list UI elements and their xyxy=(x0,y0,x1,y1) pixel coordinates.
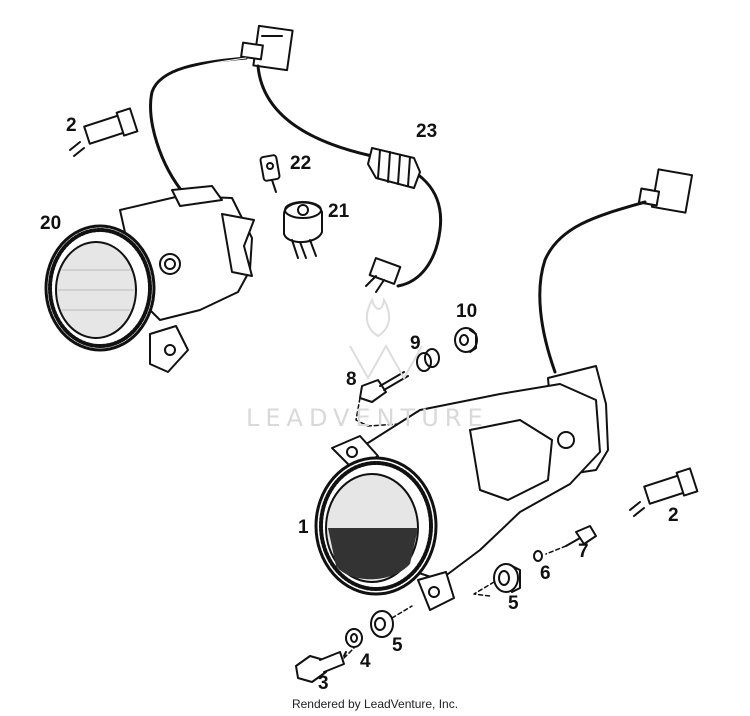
wire-harness-left-inner xyxy=(154,57,247,194)
callout-4: 4 xyxy=(360,651,371,672)
hex-bolt-3 xyxy=(295,647,355,683)
grommet-5-lower xyxy=(370,605,413,638)
grommet-10 xyxy=(454,327,478,353)
callout-2-top: 2 xyxy=(66,115,77,136)
rings-9 xyxy=(416,348,440,372)
callout-6: 6 xyxy=(540,563,551,584)
headlight-20 xyxy=(44,185,255,373)
wire-grommet-23 xyxy=(367,147,421,189)
bulb-h3-right xyxy=(629,467,699,517)
callout-21: 21 xyxy=(328,201,350,222)
callout-10: 10 xyxy=(456,301,478,322)
wire-connector-top xyxy=(240,24,294,72)
bulb-h3-left xyxy=(69,107,139,157)
terminal-22 xyxy=(259,154,281,193)
callout-7: 7 xyxy=(578,541,589,562)
callout-2-right: 2 xyxy=(668,505,679,526)
callout-23: 23 xyxy=(416,121,438,142)
wire-connector-right xyxy=(637,168,694,214)
wire-harness-left xyxy=(149,56,248,197)
callout-9: 9 xyxy=(410,333,421,354)
wire-harness-right xyxy=(538,200,647,374)
socket-21 xyxy=(283,201,323,259)
washer-4 xyxy=(345,628,363,648)
callout-5-lower: 5 xyxy=(392,635,403,656)
callout-1: 1 xyxy=(298,517,309,538)
watermark-logo xyxy=(349,297,423,381)
footer-credit: Rendered by LeadVenture, Inc. xyxy=(291,697,459,711)
wire-end-connector xyxy=(365,257,402,293)
grommet-5-right xyxy=(473,563,521,597)
callout-8: 8 xyxy=(346,369,357,390)
callout-5-right: 5 xyxy=(508,593,519,614)
callout-3: 3 xyxy=(318,673,329,694)
callout-22: 22 xyxy=(290,153,312,174)
headlight-1 xyxy=(314,365,609,611)
washer-6 xyxy=(533,550,543,562)
watermark-text: LEADVENTURE xyxy=(246,404,489,432)
callout-20: 20 xyxy=(40,213,62,234)
bolt-7 xyxy=(545,525,597,555)
